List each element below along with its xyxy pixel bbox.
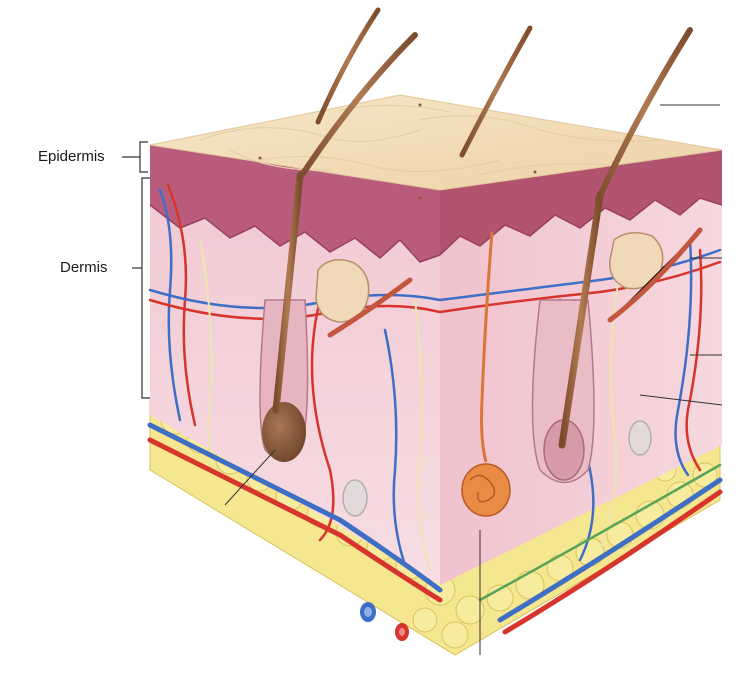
epidermis-bracket	[122, 142, 148, 172]
dermis-label: Dermis	[60, 259, 108, 276]
dermis-bracket	[132, 178, 150, 398]
epidermis-label: Epidermis	[38, 148, 105, 165]
